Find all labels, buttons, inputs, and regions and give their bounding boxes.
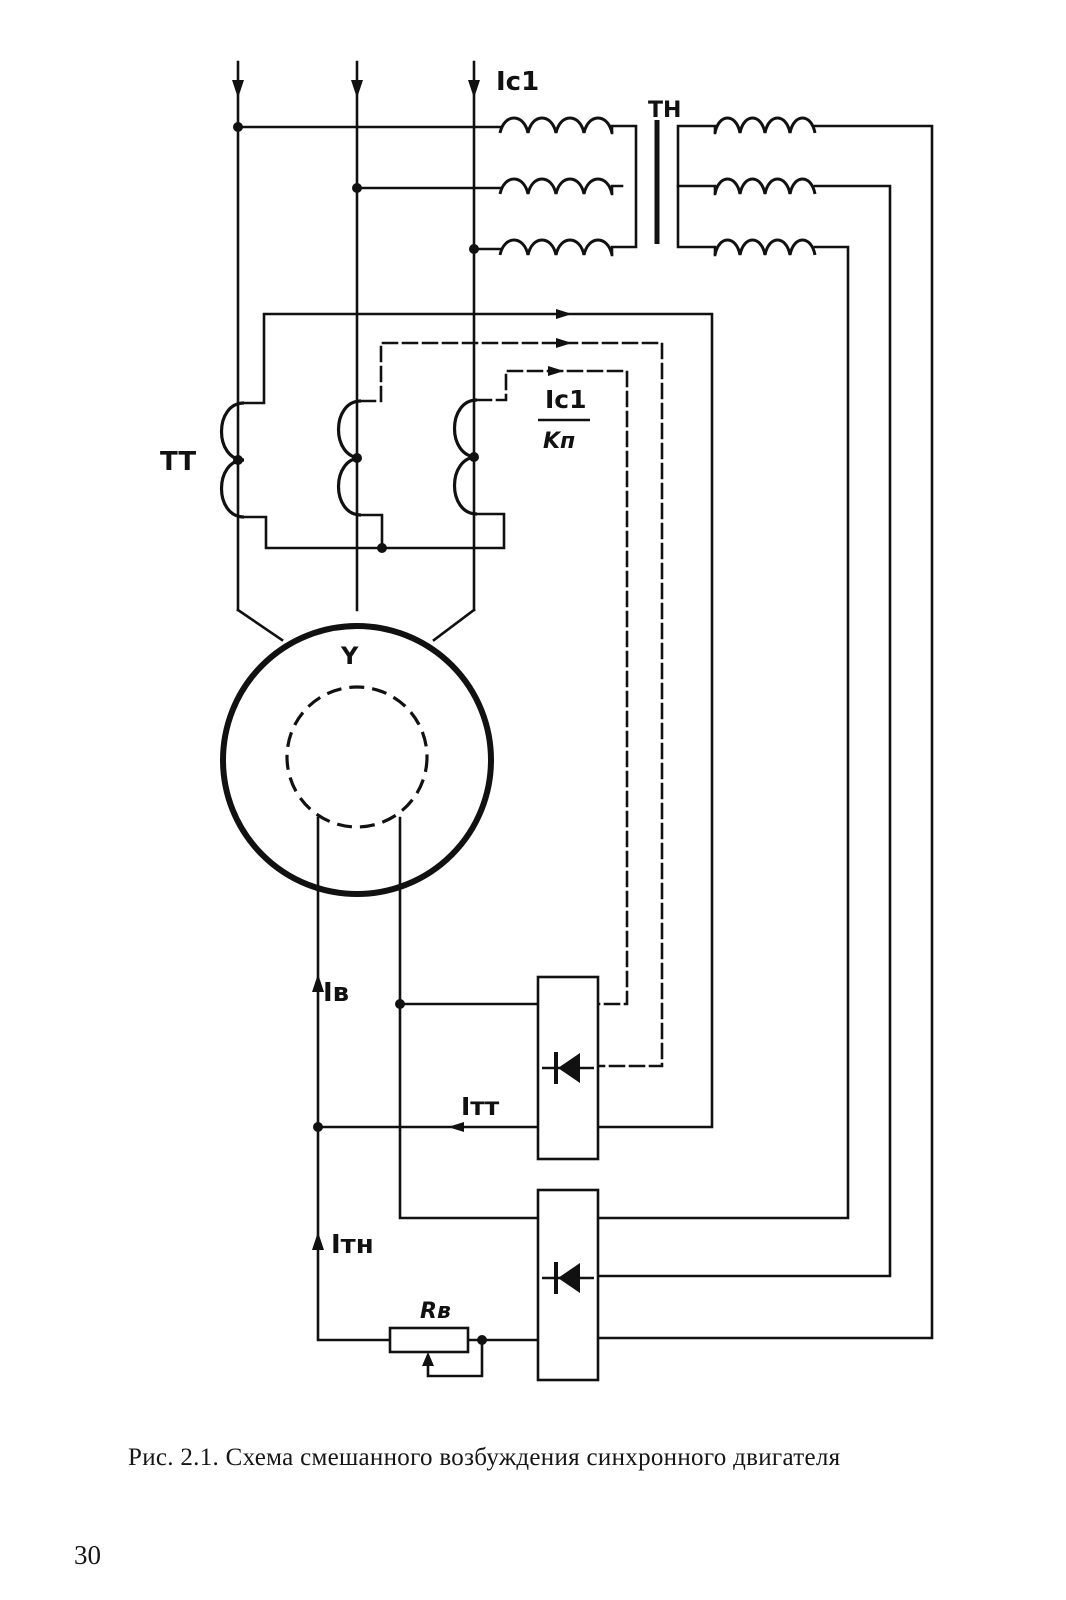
junction-dot xyxy=(313,1122,323,1132)
th-output-a xyxy=(596,124,934,1340)
arrow-down-icon xyxy=(351,80,363,98)
tt-output-c xyxy=(475,369,629,1006)
junction-dot xyxy=(395,999,405,1009)
th-rectifier-block xyxy=(536,1188,600,1382)
current-transformer-label: TT xyxy=(160,447,196,477)
resistor-label: Rв xyxy=(420,1299,451,1324)
stator-current-label: Iс1 xyxy=(496,67,539,97)
junction-dot xyxy=(477,1335,487,1345)
transformer-winding xyxy=(498,116,614,134)
star-symbol-label: Y xyxy=(340,642,359,670)
junction-dot xyxy=(233,455,243,465)
arrow-up-icon xyxy=(312,1232,324,1250)
th-output-c xyxy=(596,245,850,1220)
junction-dot xyxy=(469,452,479,462)
junction-dot xyxy=(352,453,362,463)
th-output-b xyxy=(596,184,892,1278)
motor-lead-c xyxy=(432,608,476,642)
voltage-transformer-label: TH xyxy=(648,98,681,123)
transformer-winding xyxy=(713,238,817,256)
junction-dot xyxy=(377,543,387,553)
figure-caption: Рис. 2.1. Схема смешанного возбуждения с… xyxy=(128,1444,841,1471)
th-rectifier-current-label: Iтн xyxy=(331,1230,374,1260)
arrow-down-icon xyxy=(468,80,480,98)
transformer-winding xyxy=(713,177,817,195)
arrow-up-icon xyxy=(312,974,324,992)
tt-rectifier-current-label: Iтт xyxy=(461,1092,500,1121)
excitation-current-label: Iв xyxy=(323,978,349,1008)
tt-output-a xyxy=(242,312,714,1129)
motor-lead-a xyxy=(236,608,284,642)
th-primary-return xyxy=(610,124,638,257)
resistor-slider-arrow-icon xyxy=(422,1352,434,1366)
page-number: 30 xyxy=(74,1540,101,1570)
arrow-right-icon xyxy=(548,366,564,376)
symbols xyxy=(220,80,817,1382)
junction-dot xyxy=(352,183,362,193)
junction-dot xyxy=(469,244,479,254)
tt-star-a xyxy=(242,512,506,550)
tt-output-b xyxy=(359,341,664,1068)
rotor-lead-right xyxy=(398,816,540,1220)
arrow-down-icon xyxy=(232,80,244,98)
resistor xyxy=(388,1326,470,1354)
arrow-left-icon xyxy=(448,1122,464,1132)
th-primary-return-b xyxy=(610,184,624,196)
th-secondary-star-b xyxy=(676,184,717,196)
ratio-numerator-label: Iс1 xyxy=(545,385,587,414)
current-transformer-coil xyxy=(220,401,245,519)
motor-rotor-winding xyxy=(285,685,429,829)
wires xyxy=(236,60,934,1378)
transformer-winding xyxy=(498,238,614,256)
th-secondary-star xyxy=(676,124,717,257)
transformer-winding xyxy=(498,177,614,195)
tt-star-b xyxy=(359,513,384,550)
arrow-right-icon xyxy=(556,309,572,319)
arrow-right-icon xyxy=(556,338,572,348)
ratio-denominator-label: Kп xyxy=(543,429,575,454)
transformer-winding xyxy=(713,116,817,134)
junction-dot xyxy=(233,122,243,132)
motor-stator-circle xyxy=(220,623,494,897)
